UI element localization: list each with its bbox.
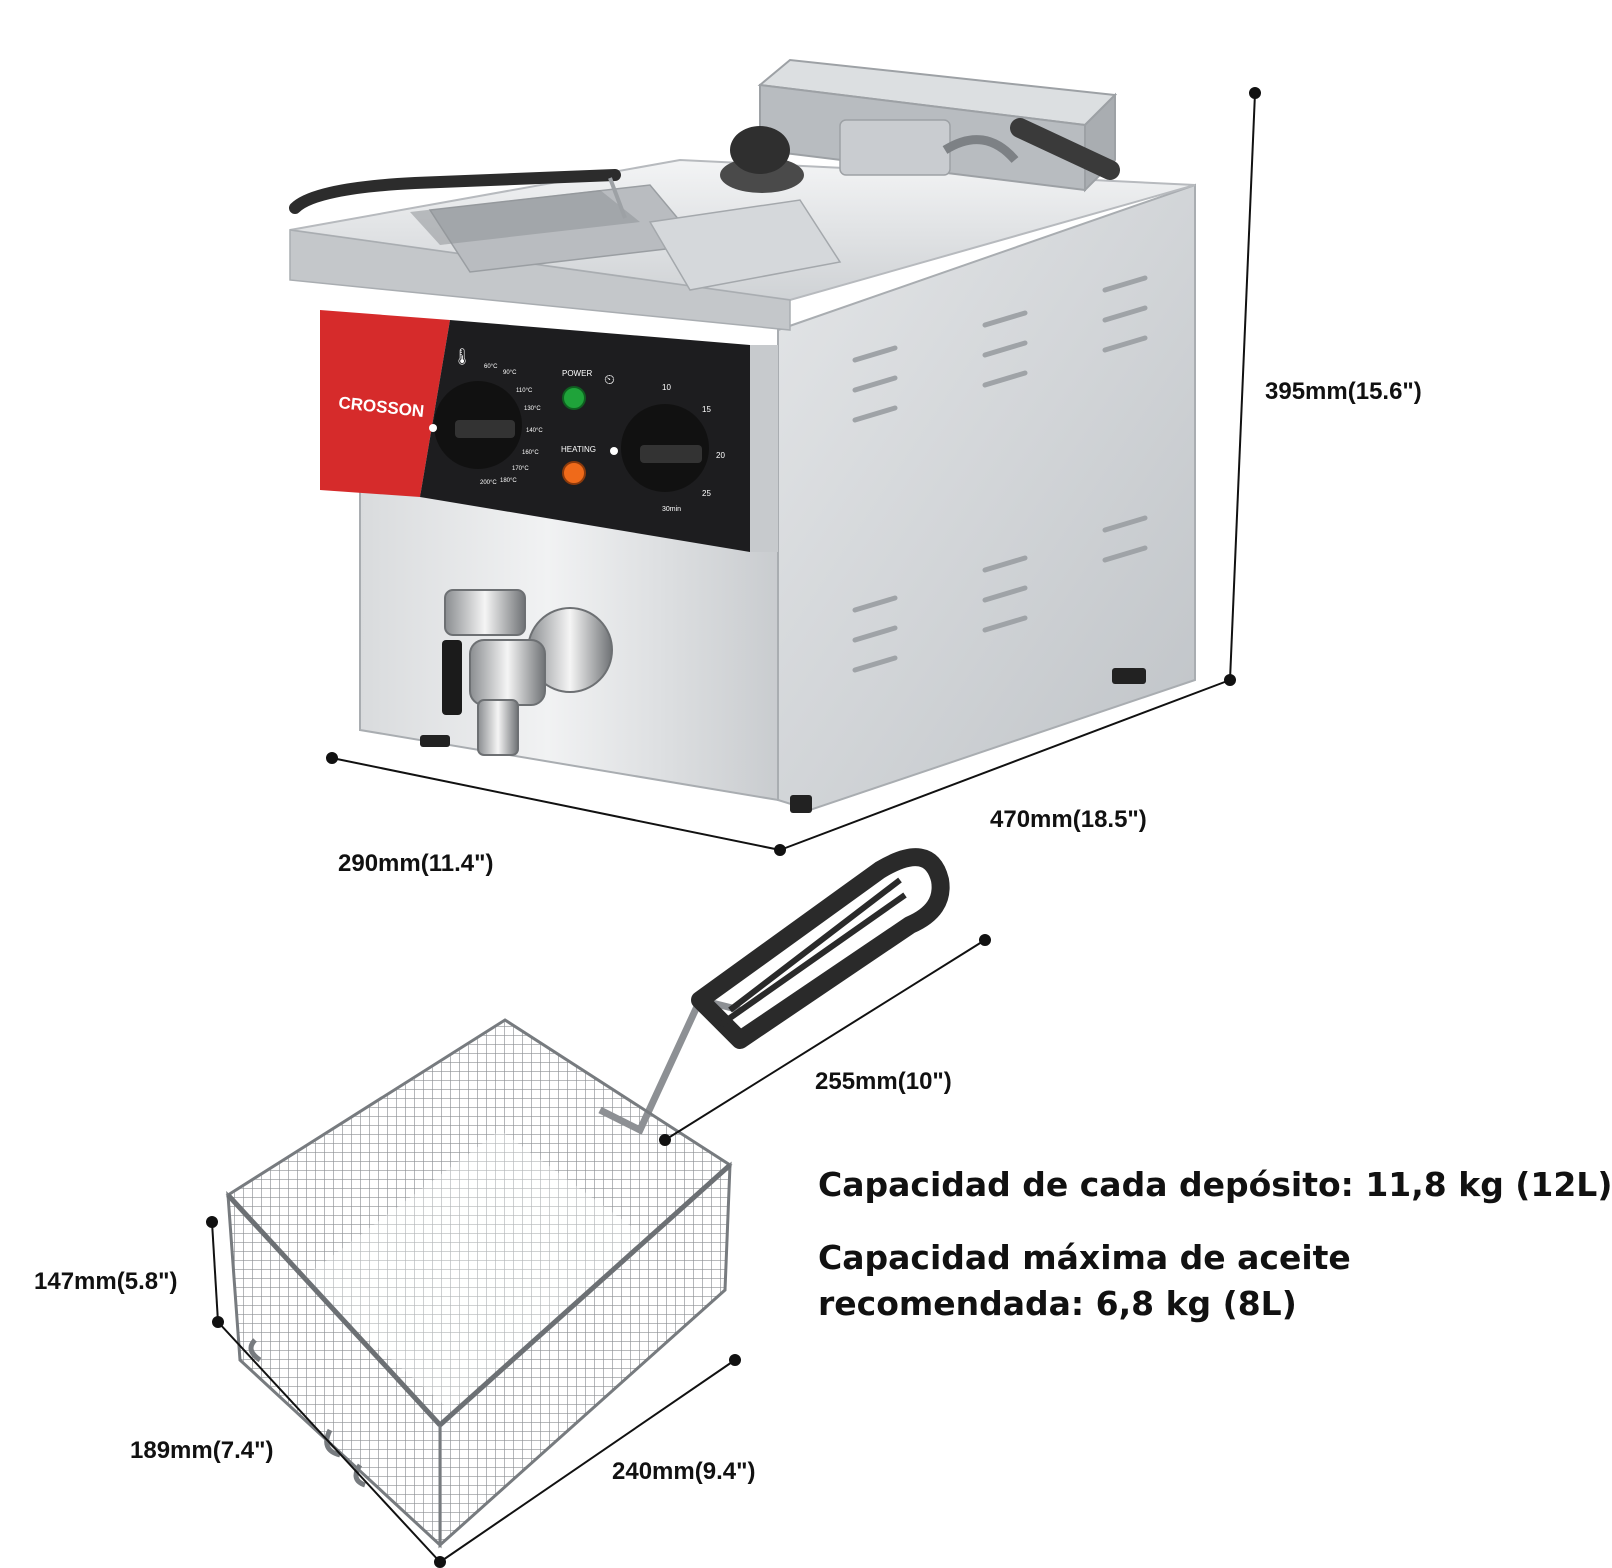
temp-mark: 60°C <box>484 364 498 370</box>
height-dimension-label: 395mm(15.6") <box>1265 378 1422 405</box>
temp-mark: 130°C <box>524 406 541 412</box>
fryer-basket-handle <box>289 169 621 214</box>
oil-capacity-line-2: recomendada: 6,8 kg (8L) <box>818 1284 1297 1323</box>
temp-mark: 90°C <box>503 370 517 376</box>
clock-icon: ⏲ <box>604 372 615 388</box>
timer-knob[interactable] <box>610 404 709 492</box>
basket-handle-grip <box>691 848 950 1049</box>
temp-mark: 200°C <box>480 480 497 486</box>
timer-mark: 15 <box>702 405 711 414</box>
basket-length-label: 240mm(9.4") <box>612 1458 756 1485</box>
heating-indicator-light <box>562 461 586 485</box>
timer-mark: 20 <box>716 451 725 460</box>
dimension-lines <box>206 87 1261 1568</box>
heating-label: HEATING <box>561 445 596 454</box>
fryer-unit: CROSSON 🌡 POWER HEATING ⏲ 10 15 20 25 30… <box>289 58 1196 813</box>
side-vents <box>852 275 1148 673</box>
fryer-product-illustration: CROSSON 🌡 POWER HEATING ⏲ 10 15 20 25 30… <box>206 58 1261 1568</box>
basket-height-label: 147mm(5.8") <box>34 1268 178 1295</box>
element-handle <box>1010 118 1120 180</box>
timer-mark: 10 <box>662 383 671 392</box>
handle-length-label: 255mm(10") <box>815 1068 952 1095</box>
fry-basket <box>225 848 950 1549</box>
thermometer-icon: 🌡 <box>452 347 472 366</box>
power-label: POWER <box>562 369 592 378</box>
fryer-lid <box>648 199 842 291</box>
width-dimension-label: 290mm(11.4") <box>338 850 494 877</box>
tank-capacity-text: Capacidad de cada depósito: 11,8 kg (12L… <box>818 1165 1612 1204</box>
basket-width-label: 189mm(7.4") <box>130 1437 274 1464</box>
timer-mark: 25 <box>702 489 711 498</box>
temp-mark: 110°C <box>516 388 533 394</box>
thermostat-knob[interactable] <box>429 381 522 469</box>
temp-mark: 170°C <box>512 466 529 472</box>
temp-mark: 180°C <box>500 478 517 484</box>
drain-valve[interactable] <box>442 589 613 756</box>
lid-knob <box>730 126 790 174</box>
temp-mark: 140°C <box>526 428 543 434</box>
control-panel-red <box>320 310 450 497</box>
temp-mark: 160°C <box>522 450 539 456</box>
oil-capacity-line-1: Capacidad máxima de aceite <box>818 1238 1351 1277</box>
depth-dimension-label: 470mm(18.5") <box>990 806 1147 833</box>
timer-mark: 30min <box>662 506 681 513</box>
control-panel-black <box>420 320 750 552</box>
power-indicator-light <box>562 386 586 410</box>
